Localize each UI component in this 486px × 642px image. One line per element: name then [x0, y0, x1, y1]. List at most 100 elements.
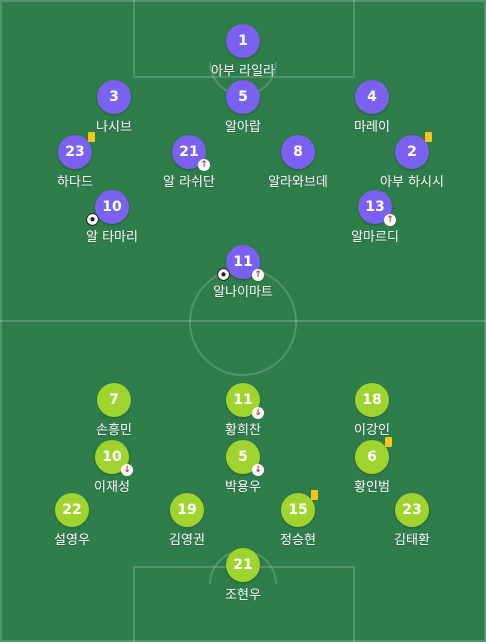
- away-player[interactable]: 11↑ 알나이마트: [198, 245, 288, 300]
- player-number: 21: [233, 557, 253, 573]
- player-name: 김영권: [169, 533, 205, 548]
- player-number: 1: [238, 33, 248, 49]
- player-number: 22: [62, 502, 82, 518]
- home-player[interactable]: 18 이강인: [327, 383, 417, 438]
- home-player[interactable]: 23 김태환: [367, 493, 457, 548]
- home-player[interactable]: 15 정승현: [253, 490, 343, 548]
- away-player[interactable]: 21↑ 알 라쉬단: [144, 135, 234, 190]
- sub-in-arrow-icon: ↑: [384, 214, 396, 226]
- player-name: 황인범: [354, 480, 390, 495]
- home-player[interactable]: 19 김영권: [142, 493, 232, 548]
- home-player[interactable]: 10↓ 이재성: [67, 440, 157, 495]
- player-number: 23: [402, 502, 422, 518]
- player-name: 손흥민: [96, 423, 132, 438]
- sub-out-arrow-icon: ↓: [252, 407, 264, 419]
- player-name: 박용우: [225, 480, 261, 495]
- away-player[interactable]: 8 알라와브데: [253, 135, 343, 190]
- player-number: 19: [177, 502, 197, 518]
- player-name: 알 타마리: [86, 230, 138, 245]
- player-number-badge: 4: [355, 80, 389, 114]
- player-number-badge: 2: [395, 132, 432, 169]
- player-number: 6: [367, 449, 377, 465]
- player-number-badge: 6: [355, 437, 392, 474]
- away-player[interactable]: 4 마레이: [327, 80, 417, 135]
- player-number-badge: 11↓: [226, 383, 264, 419]
- player-name: 김태환: [394, 533, 430, 548]
- player-name: 황희찬: [225, 423, 261, 438]
- player-number-badge: 23: [58, 132, 95, 169]
- player-name: 아부 라일라: [211, 64, 275, 79]
- player-number: 23: [65, 144, 85, 160]
- player-number-badge: 5↓: [226, 440, 264, 476]
- home-player[interactable]: 11↓ 황희찬: [198, 383, 288, 438]
- player-number: 13: [365, 199, 385, 215]
- player-number-badge: 21↑: [172, 135, 210, 171]
- player-number: 10: [102, 199, 122, 215]
- player-number-badge: 11↑: [217, 245, 264, 281]
- player-name: 이재성: [94, 480, 130, 495]
- player-name: 하다드: [57, 175, 93, 190]
- player-number-badge: 10: [86, 190, 129, 226]
- player-name: 설영우: [54, 533, 90, 548]
- player-name: 아부 하시시: [380, 175, 444, 190]
- player-number: 10: [102, 449, 122, 465]
- home-player[interactable]: 7 손흥민: [69, 383, 159, 438]
- player-name: 이강인: [354, 423, 390, 438]
- player-number: 2: [407, 144, 417, 160]
- player-number-badge: 13↑: [358, 190, 396, 226]
- away-player[interactable]: 10 알 타마리: [67, 190, 157, 245]
- yellow-card-icon: [425, 132, 432, 142]
- player-name: 알나이마트: [213, 285, 273, 300]
- home-player[interactable]: 6 황인범: [327, 437, 417, 495]
- home-player[interactable]: 22 설영우: [27, 493, 117, 548]
- player-name: 알 라쉬단: [163, 175, 215, 190]
- player-name: 정승현: [280, 533, 316, 548]
- player-number: 18: [362, 392, 382, 408]
- player-name: 알라와브데: [268, 175, 328, 190]
- sub-in-arrow-icon: ↑: [198, 159, 210, 171]
- away-player[interactable]: 2 아부 하시시: [367, 132, 457, 190]
- player-name: 알아랍: [225, 120, 261, 135]
- home-player[interactable]: 21 조현우: [198, 548, 288, 603]
- away-player[interactable]: 13↑ 알마르디: [330, 190, 420, 245]
- player-number-badge: 15: [281, 490, 318, 527]
- player-number: 21: [179, 144, 199, 160]
- player-number-badge: 5: [226, 80, 260, 114]
- away-player[interactable]: 3 나시브: [69, 80, 159, 135]
- player-number: 5: [238, 449, 248, 465]
- away-player[interactable]: 23 하다드: [30, 132, 120, 190]
- yellow-card-icon: [385, 437, 392, 447]
- player-number-badge: 18: [355, 383, 389, 417]
- goal-ball-icon: [86, 213, 99, 226]
- player-number: 8: [293, 144, 303, 160]
- player-number: 3: [109, 89, 119, 105]
- player-number-badge: 19: [170, 493, 204, 527]
- player-number-badge: 22: [55, 493, 89, 527]
- player-number-badge: 21: [226, 548, 260, 582]
- sub-out-arrow-icon: ↓: [121, 464, 133, 476]
- yellow-card-icon: [311, 490, 318, 500]
- home-player[interactable]: 5↓박용우: [198, 440, 288, 495]
- player-number: 11: [233, 392, 253, 408]
- player-number-badge: 7: [97, 383, 131, 417]
- goal-ball-icon: [217, 268, 230, 281]
- player-name: 알마르디: [351, 230, 399, 245]
- player-number-badge: 3: [97, 80, 131, 114]
- player-number-badge: 10↓: [95, 440, 133, 476]
- player-name: 나시브: [96, 120, 132, 135]
- away-player[interactable]: 5 알아랍: [198, 80, 288, 135]
- player-number-badge: 23: [395, 493, 429, 527]
- sub-in-arrow-icon: ↑: [252, 269, 264, 281]
- player-name: 마레이: [354, 120, 390, 135]
- player-number: 4: [367, 89, 377, 105]
- player-number: 11: [233, 254, 253, 270]
- player-number-badge: 1: [226, 24, 260, 58]
- away-player[interactable]: 1 아부 라일라: [198, 24, 288, 79]
- player-number-badge: 8: [281, 135, 315, 169]
- sub-out-arrow-icon: ↓: [252, 464, 264, 476]
- player-name: 조현우: [225, 588, 261, 603]
- yellow-card-icon: [88, 132, 95, 142]
- player-number: 5: [238, 89, 248, 105]
